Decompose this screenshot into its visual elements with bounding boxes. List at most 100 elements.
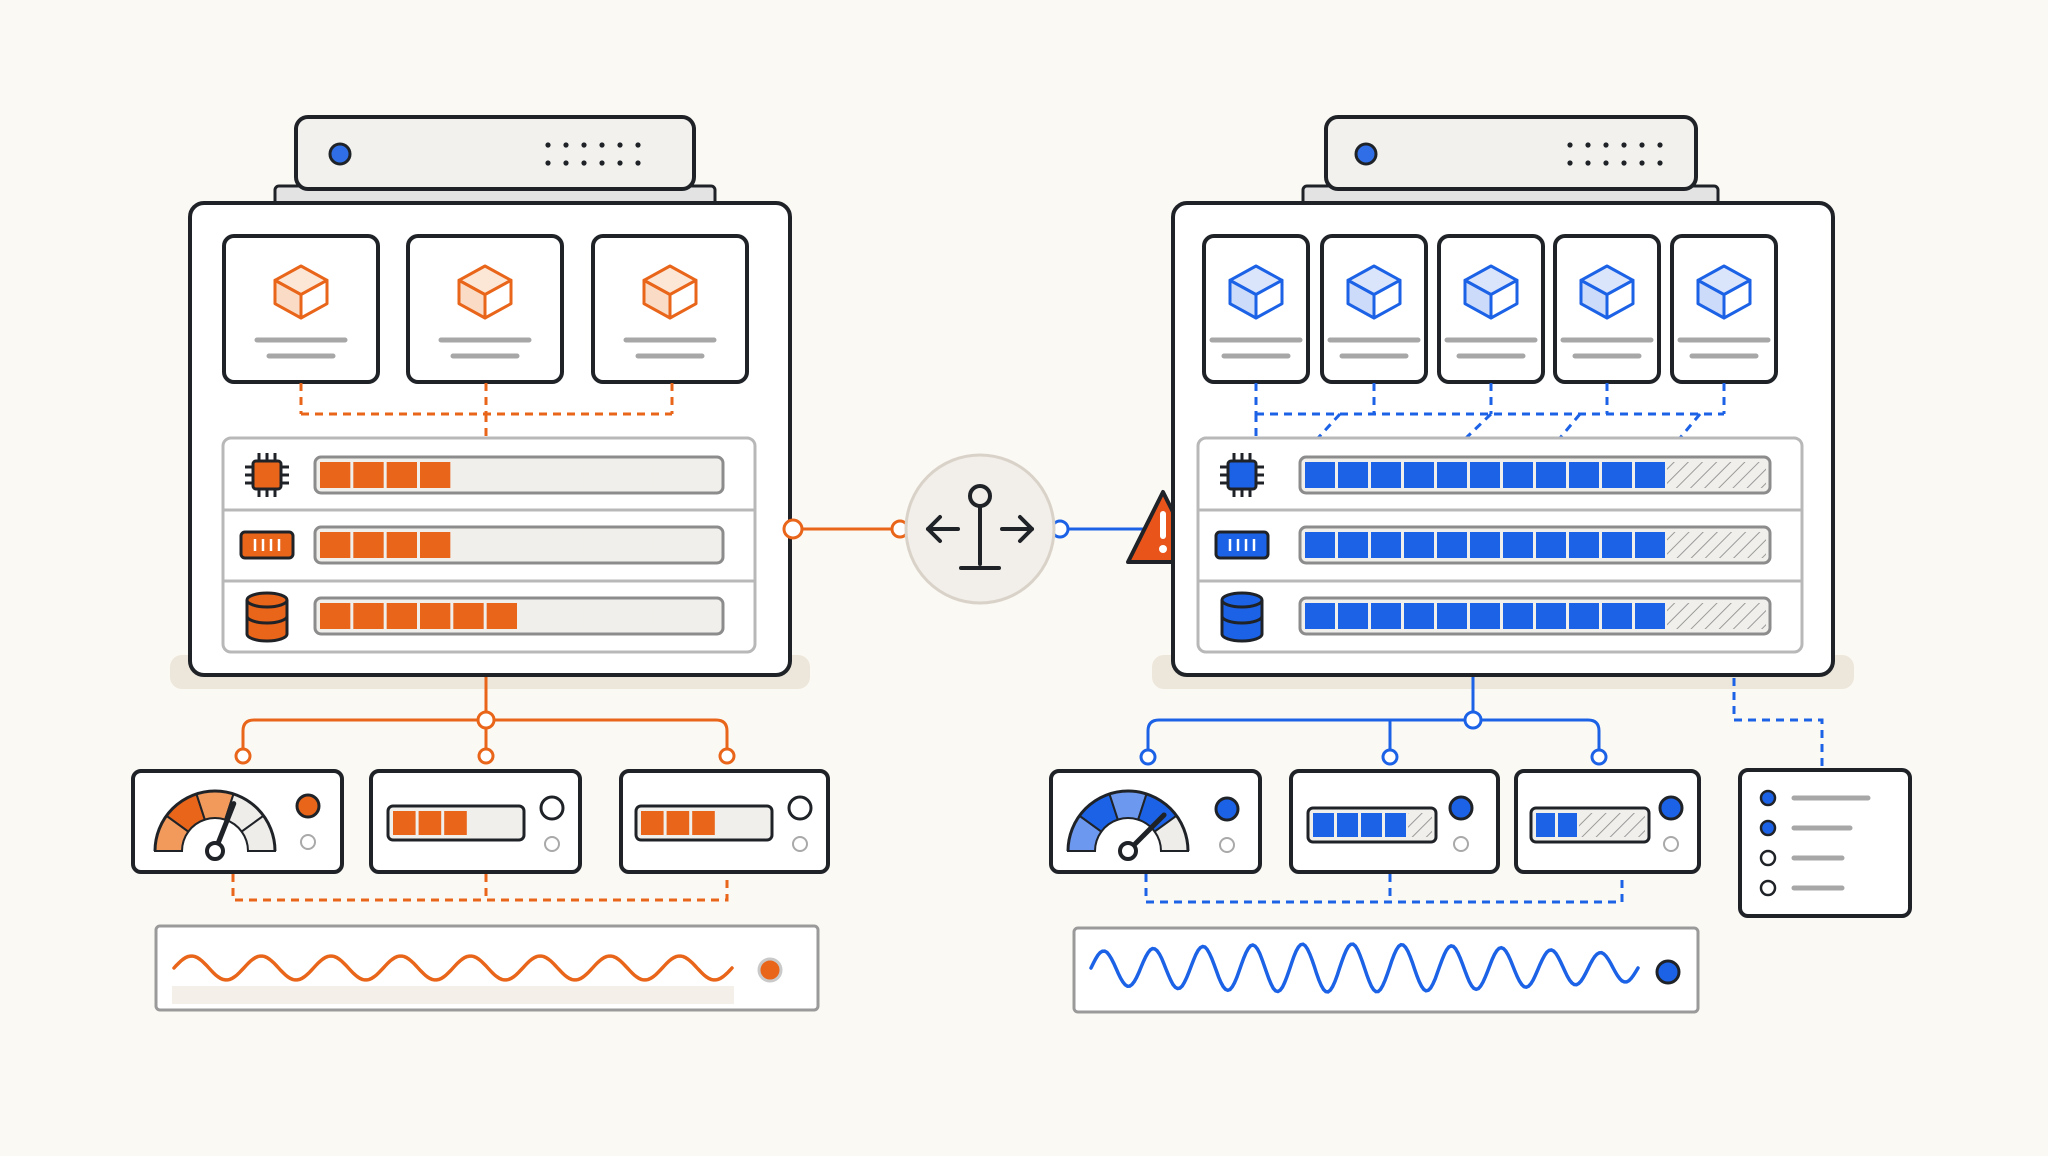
cube-icon: [1463, 264, 1519, 320]
resource-bar-segment-empty: [586, 603, 617, 629]
monitor-bar-segment-filled: [393, 811, 416, 835]
resource-bar-storage: [1298, 596, 1772, 636]
container-card[interactable]: [222, 234, 380, 384]
status-led-icon: [300, 834, 316, 850]
waveform-icon: [1089, 942, 1640, 994]
cluster-b-checklist-panel: [1732, 678, 1912, 918]
container-card[interactable]: [1553, 234, 1661, 384]
gauge-monitor-card[interactable]: [1049, 769, 1262, 874]
gauge-hub: [1118, 841, 1138, 861]
checklist-item: [1759, 789, 1871, 807]
resource-bar-segment-filled: [1635, 532, 1665, 558]
resource-bar-segment-filled: [1470, 532, 1500, 558]
resource-bar-segment-filled: [1371, 462, 1401, 488]
resource-bar-segment-filled: [1470, 462, 1500, 488]
container-card[interactable]: [591, 234, 749, 384]
gauge-icon: [1066, 789, 1190, 861]
container-link-drop: [1678, 413, 1702, 439]
cluster-a-power-led-icon: [328, 142, 352, 166]
monitor-bar-reserved: [1579, 813, 1645, 837]
container-link-drop: [1464, 412, 1493, 440]
vent-hole: [1621, 160, 1627, 166]
resource-bar-segment-filled: [1437, 532, 1467, 558]
vent-hole: [1639, 142, 1645, 148]
cpu-chip-icon: [245, 453, 289, 497]
vent-hole: [635, 142, 641, 148]
cluster-a-vent-grille-icon: [545, 142, 641, 166]
resource-bar-segment-filled: [486, 603, 517, 629]
resource-bar-segment-empty: [553, 462, 584, 488]
cluster-b-power-led-icon: [1354, 142, 1378, 166]
bar-monitor-card[interactable]: [619, 769, 830, 874]
resource-bar-segment-filled: [420, 462, 451, 488]
bar-monitor-card[interactable]: [1289, 769, 1500, 874]
vent-hole: [545, 160, 551, 166]
resource-bar-segment-filled: [1602, 532, 1632, 558]
vent-hole: [1657, 142, 1663, 148]
monitor-bar-segment-filled: [1313, 813, 1334, 837]
hub-glyph: [926, 484, 1034, 570]
monitor-bar-segment-filled: [641, 811, 664, 835]
resource-bar-storage: [313, 596, 725, 636]
resource-bar-segment-empty: [520, 462, 551, 488]
gauge-monitor-card[interactable]: [131, 769, 344, 874]
resource-bar-segment-empty: [620, 532, 651, 558]
resource-bar-segment-filled: [420, 603, 451, 629]
monitor-junction: [476, 710, 496, 730]
status-led-icon: [1448, 795, 1474, 821]
cluster-a: [131, 115, 830, 1012]
resource-bar-segment-filled: [1404, 462, 1434, 488]
container-link-drop: [1558, 413, 1582, 439]
resource-bar-segment-filled: [386, 603, 417, 629]
monitor-dashed-bus: [1144, 874, 1624, 904]
memory-module-icon: [239, 530, 295, 560]
monitor-port: [1139, 748, 1157, 766]
vent-hole: [1585, 142, 1591, 148]
bar-monitor-card[interactable]: [1514, 769, 1701, 874]
resource-bar-segment-filled: [420, 532, 451, 558]
monitor-junction: [1463, 710, 1483, 730]
monitor-dashed-bus: [231, 874, 729, 902]
monitor-port: [234, 747, 252, 765]
resource-bar-segment-filled: [1503, 603, 1533, 629]
container-card[interactable]: [406, 234, 564, 384]
resource-row-storage: [245, 591, 725, 643]
vent-hole: [563, 160, 569, 166]
vent-hole: [599, 160, 605, 166]
monitor-bar-segment-filled: [444, 811, 467, 835]
resource-bar-segment-filled: [1635, 462, 1665, 488]
resource-row-cpu: [1220, 453, 1772, 497]
resource-bar-reserved: [1667, 532, 1766, 558]
resource-bar-segment-filled: [1305, 462, 1335, 488]
cluster-a-container-links: [299, 383, 674, 438]
vent-hole: [617, 160, 623, 166]
monitor-bar-segment-filled: [1385, 813, 1406, 837]
cube-icon: [1346, 264, 1402, 320]
resource-bar-segment-empty: [520, 603, 551, 629]
monitor-port: [1381, 748, 1399, 766]
resource-bar-reserved: [1667, 603, 1766, 629]
container-link-drop: [1316, 412, 1342, 440]
resource-bar-segment-filled: [1569, 532, 1599, 558]
monitor-bar-segment-filled: [666, 811, 690, 835]
container-card[interactable]: [1320, 234, 1428, 384]
resource-bar-segment-empty: [553, 603, 584, 629]
container-card[interactable]: [1437, 234, 1545, 384]
vent-hole: [1639, 160, 1645, 166]
monitor-bar-segment-filled: [1337, 813, 1358, 837]
container-card[interactable]: [1670, 234, 1778, 384]
checklist-bullet: [1759, 849, 1777, 867]
resource-bar-segment-empty: [686, 603, 717, 629]
gauge-icon: [153, 789, 277, 861]
status-led-icon: [1663, 836, 1679, 852]
resource-row-storage: [1220, 591, 1772, 643]
resource-bar-segment-filled: [1404, 603, 1434, 629]
cluster-b-waveform-panel: [1072, 926, 1700, 1014]
container-card[interactable]: [1202, 234, 1310, 384]
resource-bar-segment-empty: [620, 603, 651, 629]
status-led-icon: [1214, 796, 1240, 822]
cluster-b-resource-panel: [1196, 436, 1804, 654]
resource-bar-segment-empty: [586, 532, 617, 558]
resource-bar-segment-filled: [1536, 462, 1566, 488]
bar-monitor-card[interactable]: [369, 769, 582, 874]
